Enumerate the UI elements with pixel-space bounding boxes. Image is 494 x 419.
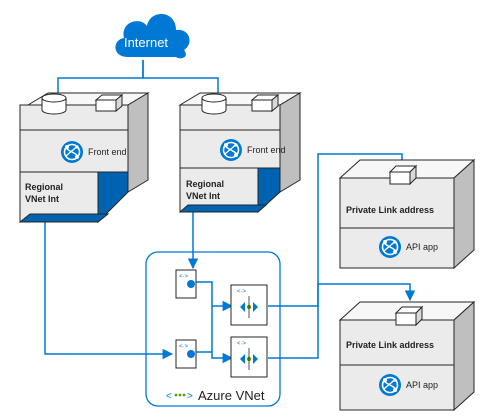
private-link-node-2: <·> [230, 336, 268, 378]
small-cube-icon [394, 305, 424, 327]
small-cube-icon [94, 93, 124, 113]
internet-label: Internet [124, 35, 168, 50]
connector-pl1-to-private-link-1 [268, 153, 408, 307]
frontend-label-left: Front end [88, 147, 127, 157]
private-link-box-2: Private Link address API app [338, 300, 476, 412]
app-service-globe-icon [219, 138, 243, 162]
private-endpoint-1: <·> [175, 269, 197, 299]
connector-internet-to-right [142, 60, 224, 104]
app-service-right: Front end Regional VNet Int [178, 92, 302, 214]
private-endpoint-2: <·> [175, 339, 197, 369]
vnet-label: Azure VNet [198, 388, 265, 403]
storage-disk-icon [201, 93, 227, 115]
svg-text:<·>: <·> [237, 341, 247, 347]
frontend-label-right: Front end [247, 145, 286, 155]
svg-text:>: > [187, 391, 193, 402]
connectors [44, 60, 416, 364]
svg-text:<: < [166, 391, 172, 402]
app-service-globe-icon [60, 140, 84, 164]
vnet-int-label-left-line2: VNet Int [25, 194, 59, 204]
vnet-int-label-right-line1: Regional [186, 179, 224, 189]
svg-text:<·>: <·> [179, 274, 189, 280]
small-cube-icon [388, 164, 418, 186]
api-app-label-2: API app [406, 380, 438, 390]
internet-cloud: Internet [115, 14, 190, 59]
azure-vnet-container: < > Azure VNet [145, 251, 281, 407]
private-link-address-label-2: Private Link address [346, 340, 434, 350]
api-app-globe-icon [378, 235, 402, 259]
storage-disk-icon [41, 93, 67, 115]
vnet-int-label-left-line1: Regional [25, 182, 63, 192]
svg-text:<·>: <·> [179, 344, 189, 350]
connector-pe1-to-pl2 [211, 306, 234, 364]
small-cube-icon [250, 93, 280, 113]
api-app-globe-icon [378, 373, 402, 397]
svg-text:<·>: <·> [237, 289, 247, 295]
connector-pl2-to-private-link-2 [268, 283, 416, 359]
private-link-box-1: Private Link address API app [338, 158, 476, 270]
private-link-node-1: <·> [230, 284, 268, 326]
api-app-label-1: API app [406, 242, 438, 252]
vnet-icon: < > [166, 391, 193, 402]
connector-left-vnet-int-to-pe2 [44, 222, 174, 360]
private-link-address-label-1: Private Link address [346, 205, 434, 215]
connector-pe1-to-pl1 [193, 281, 234, 312]
app-service-left: Front end Regional VNet Int [18, 92, 150, 224]
vnet-int-label-right-line2: VNet Int [186, 191, 220, 201]
